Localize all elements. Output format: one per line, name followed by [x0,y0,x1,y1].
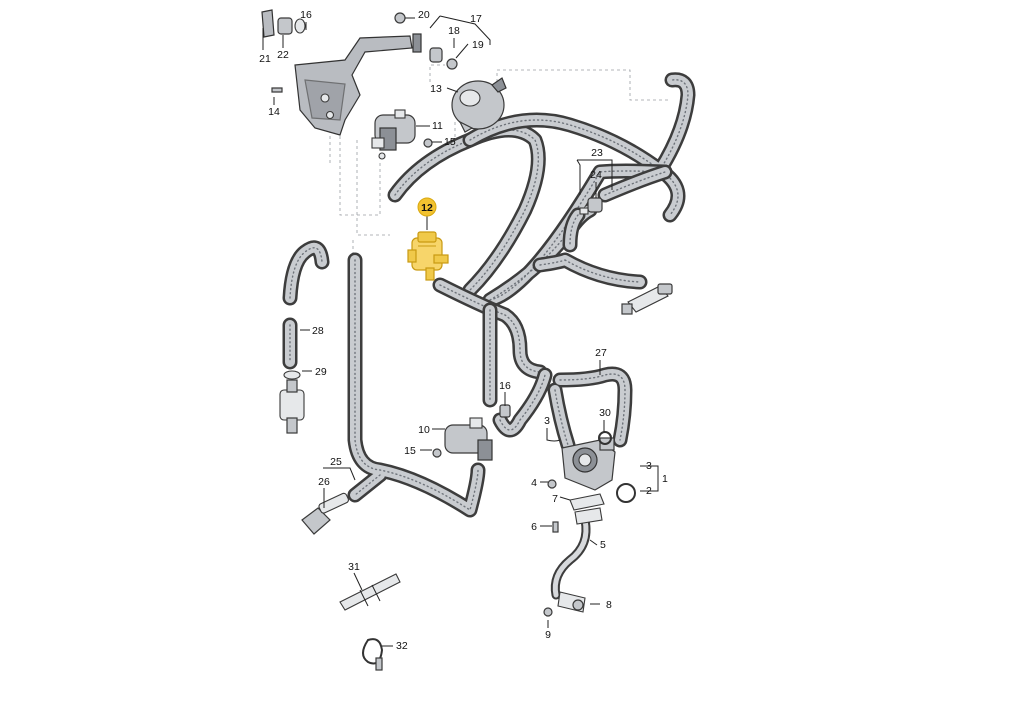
callout-19: 19 [472,39,484,51]
callout-16-middle: 16 [499,380,511,392]
callout-labels: 1 2 3 3 4 5 6 7 8 9 10 11 12 13 14 15 15… [259,9,668,652]
callout-20: 20 [418,9,430,21]
callout-9: 9 [545,629,551,641]
solenoid-valve-11 [371,109,433,160]
callout-15-bottom: 15 [404,445,416,457]
egr-valve-assembly [547,431,636,511]
callout-3-top: 3 [544,415,550,427]
callout-23: 23 [591,147,603,159]
valve-26 [301,492,349,535]
callout-22: 22 [277,49,289,61]
leader-lines [262,15,659,647]
callout-25: 25 [330,456,342,468]
callout-10: 10 [418,424,430,436]
hose-vertical-center [482,302,553,438]
egr-pipe-5 [543,507,603,617]
hose-28-upper [282,240,330,306]
callout-2: 2 [646,485,652,497]
callout-5: 5 [600,539,606,551]
callout-6: 6 [531,521,537,533]
solenoid-valve-10 [432,404,511,461]
callout-21: 21 [259,53,271,65]
callout-29: 29 [315,366,327,378]
callout-4: 4 [531,477,537,489]
callout-17: 17 [470,13,482,25]
callout-1: 1 [662,473,668,485]
hose-clamp-32 [362,638,384,671]
vacuum-reservoir [451,77,507,133]
callout-31: 31 [348,561,360,573]
hose-23-24 [562,164,673,253]
callout-8: 8 [606,599,612,611]
callout-16-top: 16 [300,9,312,21]
callout-32: 32 [396,640,408,652]
callout-28: 28 [312,325,324,337]
hose-from-valve-12 [432,277,548,380]
callout-13: 13 [430,83,442,95]
callout-30: 30 [599,407,611,419]
assembly-guides [329,64,668,255]
callout-12: 12 [421,202,433,214]
hose-top-main [462,72,696,223]
highlight-badge-12 [417,197,437,217]
callout-27: 27 [595,347,607,359]
check-valve-right [621,283,673,315]
vacuum-hoses [282,72,696,518]
mounting-bracket [261,9,458,136]
fuel-filter-29 [279,370,305,434]
callout-18: 18 [448,25,460,37]
callout-15-top: 15 [444,136,456,148]
callout-7: 7 [552,493,558,505]
callout-14: 14 [268,106,280,118]
callout-24: 24 [590,169,602,181]
callout-11: 11 [432,120,443,132]
callout-3-right: 3 [646,460,652,472]
callout-26: 26 [318,476,330,488]
hose-top-left-loop [387,122,546,298]
cable-tie-31 [339,573,401,611]
hose-connector-24 [579,197,603,215]
hose-left-long-vertical [347,252,486,518]
hose-27-loop [547,366,633,453]
hose-right-branch [532,252,648,290]
pressure-converter-12 [407,231,449,281]
